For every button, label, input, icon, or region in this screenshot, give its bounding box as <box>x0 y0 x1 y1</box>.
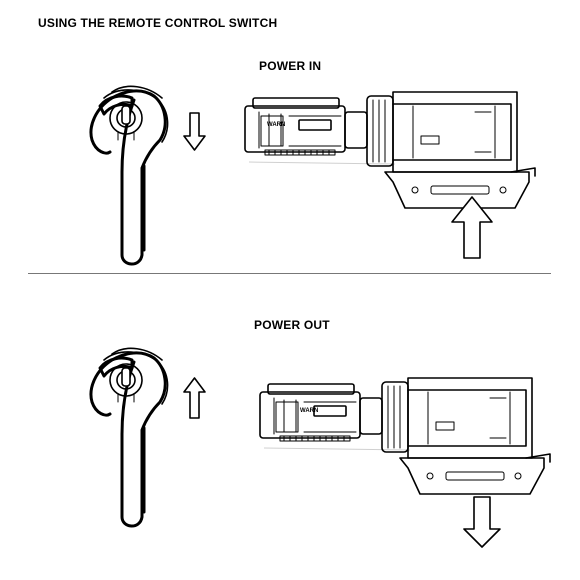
page-title: USING THE REMOTE CONTROL SWITCH <box>38 16 278 30</box>
switch-up-arrow-icon <box>183 377 206 419</box>
switch-down-arrow-icon <box>183 112 206 151</box>
winch-power-out <box>259 377 551 495</box>
winch-brand-badge-in: WARN <box>267 122 285 128</box>
winch-power-in <box>244 91 536 209</box>
load-down-arrow-icon <box>463 496 501 548</box>
section-divider <box>28 273 551 274</box>
load-up-arrow-icon <box>451 196 493 259</box>
power-in-label: POWER IN <box>259 59 322 73</box>
winch-brand-badge-out: WARN <box>300 408 318 414</box>
remote-control-power-in <box>89 84 170 266</box>
svg-text:WARN: WARN <box>267 122 285 128</box>
svg-text:WARN: WARN <box>300 408 318 414</box>
power-out-label: POWER OUT <box>254 318 330 332</box>
remote-control-power-out <box>89 346 170 528</box>
